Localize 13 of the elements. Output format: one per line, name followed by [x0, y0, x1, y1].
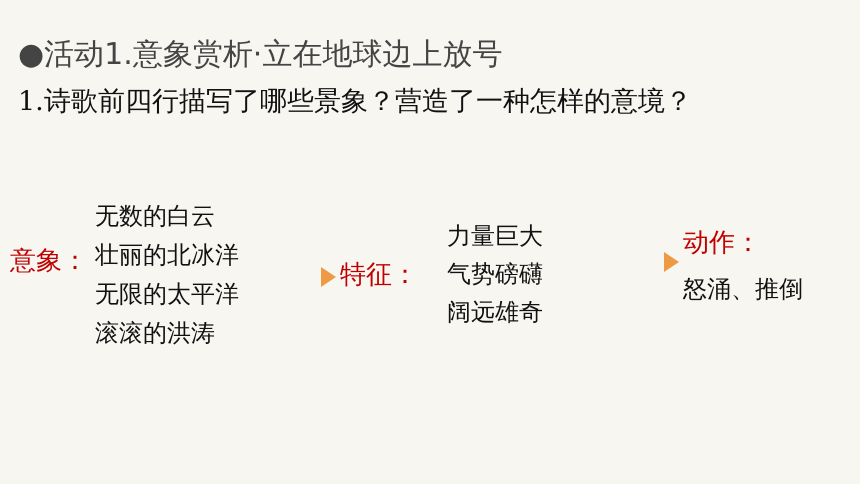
- list-item: 壮丽的北冰洋: [95, 243, 239, 267]
- list-item: 无数的白云: [95, 204, 215, 228]
- question-text: 1.诗歌前四行描写了哪些景象？营造了一种怎样的意境？: [18, 88, 692, 115]
- list-item: 气势磅礴: [447, 262, 543, 286]
- category-label: 特征：: [340, 262, 418, 288]
- slide-title: ●活动1.意象赏析·立在地球边上放号: [18, 40, 502, 70]
- list-item: 阔远雄奇: [447, 300, 543, 324]
- list-item: 怒涌、推倒: [683, 277, 803, 301]
- list-item: 力量巨大: [447, 224, 543, 248]
- category-label: 动作：: [683, 230, 761, 256]
- category-label: 意象：: [10, 248, 88, 274]
- list-item: 无限的太平洋: [95, 282, 239, 306]
- list-item: 滚滚的洪涛: [95, 321, 215, 345]
